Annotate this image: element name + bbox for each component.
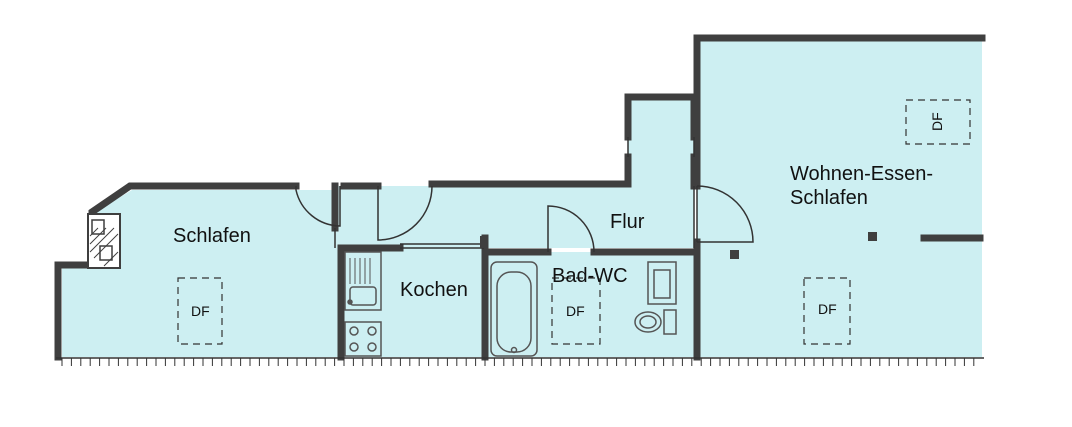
room-label-kochen: Kochen	[400, 279, 468, 301]
skylight-label-wohnen-top: DF	[929, 112, 945, 131]
wall-living-top	[693, 34, 986, 190]
pillars	[480, 232, 877, 259]
wall-top-flur	[428, 153, 632, 188]
walls	[54, 34, 986, 361]
floor-left-wing	[62, 190, 375, 357]
bath-fixtures	[490, 261, 677, 357]
sink-counter	[344, 251, 382, 311]
room-label-schlafen: Schlafen	[173, 225, 251, 247]
pillar-living	[868, 232, 877, 241]
door-living	[696, 185, 754, 243]
skylight-wohnen-top	[905, 99, 971, 145]
pillar-kitchen	[480, 236, 486, 248]
toilet-tank	[663, 309, 677, 335]
skylight-wohnen-bottom	[803, 277, 851, 345]
room-label-wohnen-line2: Schlafen	[790, 187, 868, 209]
floor-living	[697, 40, 982, 357]
door-top-right	[377, 185, 433, 241]
skylight-bad	[551, 277, 601, 345]
stove	[344, 321, 382, 357]
skylight-label-schlafen: DF	[191, 303, 210, 319]
door-top-left	[295, 186, 341, 227]
door-bath	[547, 205, 595, 253]
skylight-label-bad: DF	[566, 303, 585, 319]
toilet-bowl	[634, 311, 662, 333]
pillar-flur	[730, 250, 739, 259]
skylight-frames	[177, 99, 971, 345]
room-label-flur: Flur	[610, 211, 645, 233]
washbasin	[647, 261, 677, 305]
room-label-bad-wc: Bad-WC	[552, 265, 628, 287]
chimney	[87, 213, 121, 269]
doors	[295, 137, 754, 253]
floor-flur	[335, 100, 694, 248]
bathtub	[490, 261, 538, 357]
thin-lines	[334, 186, 698, 249]
skylight-schlafen	[177, 277, 223, 345]
room-label-wohnen-line1: Wohnen-Essen-	[790, 163, 933, 185]
scale-ruler	[56, 357, 984, 366]
floor-kitchen	[345, 248, 484, 357]
kitchen-fixtures	[344, 251, 382, 357]
skylight-label-wohnen-bottom: DF	[818, 301, 837, 317]
sink-basin	[349, 286, 377, 306]
